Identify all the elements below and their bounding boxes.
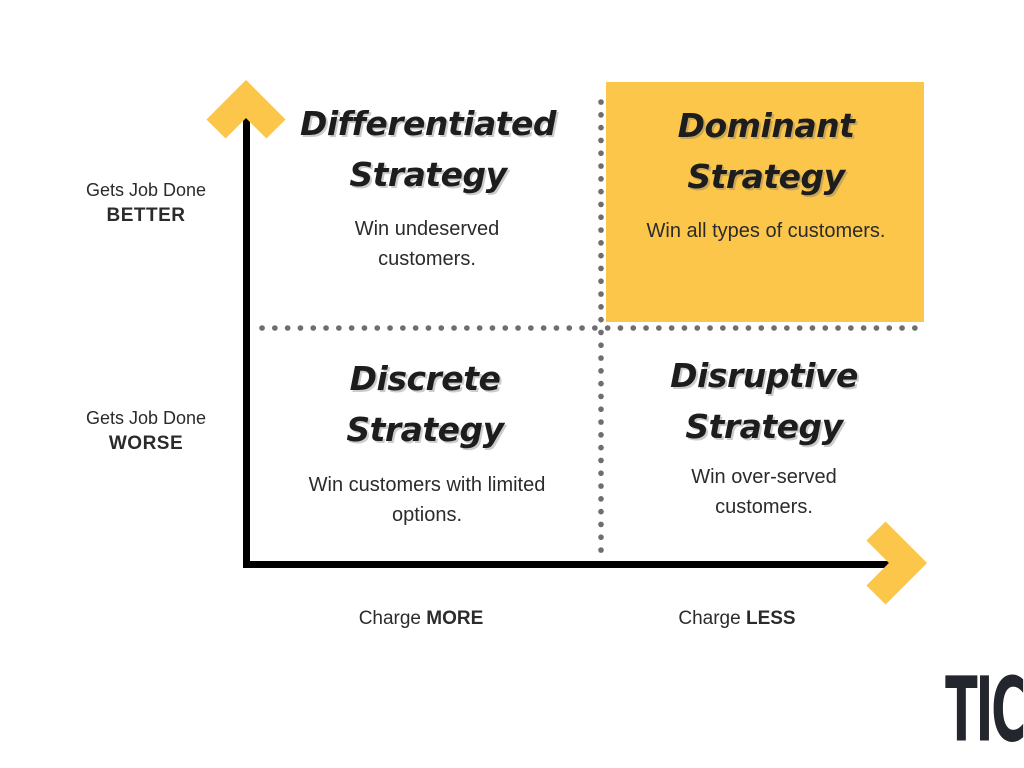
- title-line-1: Dominant: [677, 106, 855, 145]
- x-axis-line: [243, 561, 903, 568]
- y-axis-label-better: Gets Job Done BETTER: [56, 177, 236, 229]
- title-line-2: Strategy: [346, 410, 504, 449]
- quadrant-desc-dominant: Win all types of customers.: [646, 220, 886, 242]
- x-axis-label-prefix: Charge: [358, 608, 422, 629]
- quadrant-desc-discrete: Win customers with limited options.: [308, 474, 546, 526]
- y-axis-label-worse: Gets Job Done WORSE: [56, 405, 236, 457]
- y-axis-label-emphasis: WORSE: [108, 433, 184, 454]
- quadrant-desc-differentiated: Win undeserved customers.: [354, 218, 500, 270]
- x-axis-label-emphasis: MORE: [426, 608, 484, 629]
- x-axis-label-emphasis: LESS: [745, 608, 796, 629]
- dominant-quadrant-highlight: [606, 82, 924, 322]
- quadrant-title-differentiated: Differentiated Strategy: [252, 98, 604, 200]
- quadrant-title-dominant: Dominant Strategy: [612, 100, 920, 202]
- y-axis-label-text: Gets Job Done: [85, 408, 207, 428]
- title-line-1: Discrete: [349, 359, 501, 398]
- quadrant-title-disruptive: Disruptive Strategy: [610, 350, 918, 452]
- right-arrow-icon: [866, 521, 928, 605]
- title-line-2: Strategy: [687, 157, 845, 196]
- title-line-1: Differentiated: [299, 104, 557, 143]
- y-axis-line: [243, 98, 250, 568]
- x-axis-label-less: Charge LESS: [637, 608, 837, 630]
- up-arrow-icon: [206, 79, 286, 139]
- x-axis-label-more: Charge MORE: [321, 608, 521, 630]
- tic-logo-text: TIC: [945, 657, 1024, 763]
- title-line-2: Strategy: [349, 155, 507, 194]
- x-axis-label-prefix: Charge: [678, 608, 741, 629]
- y-axis-label-emphasis: BETTER: [106, 205, 186, 226]
- quadrant-desc-disruptive: Win over-served customers.: [691, 466, 837, 518]
- title-line-2: Strategy: [685, 407, 843, 446]
- title-line-1: Disruptive: [670, 356, 858, 395]
- tic-logo: TIC: [908, 664, 1024, 758]
- y-axis-label-text: Gets Job Done: [85, 180, 207, 200]
- quadrant-title-discrete: Discrete Strategy: [250, 353, 600, 455]
